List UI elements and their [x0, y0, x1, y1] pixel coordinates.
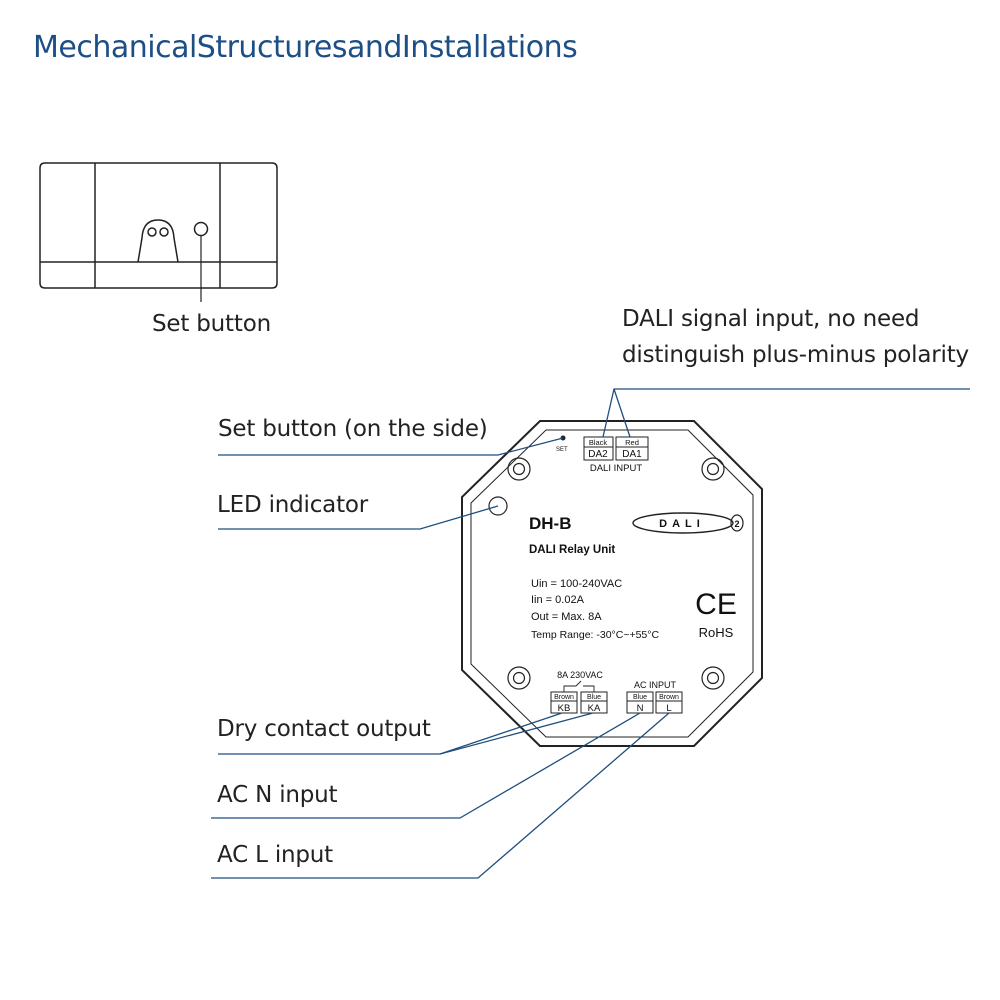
terminal-wire-black: Black: [589, 438, 608, 447]
ce-mark: CE: [695, 588, 737, 621]
spec-temp: Temp Range: -30°C~+55°C: [531, 629, 659, 641]
dali-logo-version: 2: [734, 519, 739, 529]
terminal-n: N: [637, 703, 644, 714]
ac-wire-blue: Blue: [633, 694, 647, 701]
set-button-side-label: Set button (on the side): [218, 416, 488, 442]
terminal-ka: KA: [588, 703, 601, 714]
relay-wire-brown: Brown: [554, 694, 574, 701]
ac-l-input-label: AC L input: [217, 842, 333, 868]
terminal-wire-red: Red: [625, 438, 639, 447]
spec-iin: Iin = 0.02A: [531, 594, 585, 606]
terminal-da1: DA1: [622, 449, 642, 460]
led-indicator: [488, 496, 508, 516]
dali-logo-text: DALI: [659, 518, 705, 530]
spec-out: Out = Max. 8A: [531, 611, 602, 623]
terminal-da2: DA2: [588, 449, 608, 460]
side-view: [39, 162, 278, 302]
terminal-kb: KB: [558, 703, 571, 714]
dali-signal-label-line2: distinguish plus-minus polarity: [622, 342, 969, 368]
side-set-button-label: Set button: [152, 311, 271, 337]
dali-signal-label-line1: DALI signal input, no need: [622, 306, 920, 332]
led-indicator-label: LED indicator: [217, 492, 369, 518]
terminal-l: L: [666, 703, 671, 714]
relay-rating: 8A 230VAC: [557, 670, 603, 680]
set-marker: SET: [556, 447, 568, 453]
ac-input-label: AC INPUT: [634, 680, 677, 690]
rohs-mark: RoHS: [699, 625, 734, 640]
relay-wire-blue: Blue: [587, 694, 601, 701]
spec-uin: Uin = 100-240VAC: [531, 578, 622, 590]
mounting-holes: [507, 457, 725, 690]
page-title: MechanicalStructuresandInstallations: [33, 30, 578, 65]
dry-contact-output-label: Dry contact output: [217, 716, 431, 742]
side-set-button[interactable]: [193, 221, 209, 237]
model-subtitle: DALI Relay Unit: [529, 544, 615, 556]
model-name: DH-B: [529, 514, 572, 533]
ac-n-input-label: AC N input: [217, 782, 338, 808]
ac-wire-brown: Brown: [659, 694, 679, 701]
dali-logo: [632, 512, 744, 534]
dali-input-label: DALI INPUT: [590, 463, 642, 474]
callout-lines: [211, 388, 970, 879]
side-connector-icon: [137, 219, 179, 263]
